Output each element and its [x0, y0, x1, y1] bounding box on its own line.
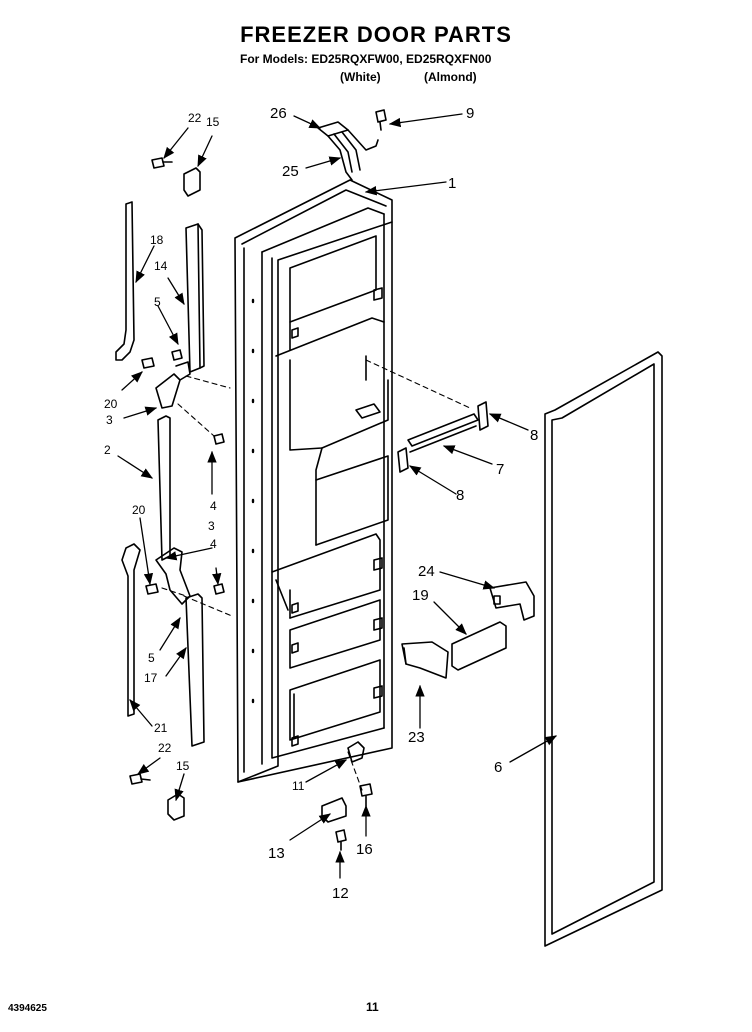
trim-strip-2 — [157, 415, 171, 561]
switch-13 — [321, 797, 347, 823]
trim-strip-14 — [185, 223, 205, 373]
callout-19: 19 — [412, 587, 429, 604]
callout-6: 6 — [494, 759, 502, 776]
page-title: FREEZER DOOR PARTS — [240, 22, 512, 47]
callout-18: 18 — [150, 233, 164, 247]
callout-13: 13 — [268, 845, 285, 862]
door-gasket — [544, 351, 663, 947]
callout-11: 11 — [292, 779, 305, 793]
screw-12 — [335, 829, 347, 851]
callout-15-top: 15 — [206, 115, 220, 129]
hinge-cover-15-top — [183, 167, 201, 197]
callout-23: 23 — [408, 729, 425, 746]
callout-22-top: 22 — [188, 111, 202, 125]
freezer-door-panel — [234, 179, 393, 783]
callout-21: 21 — [154, 721, 168, 735]
screw-16 — [359, 783, 373, 807]
callout-20-bottom: 20 — [132, 503, 146, 517]
callout-17: 17 — [144, 671, 158, 685]
color-almond-label: (Almond) — [424, 70, 477, 84]
screw-22-bottom — [129, 773, 151, 785]
callout-26: 26 — [270, 105, 287, 122]
callout-2: 2 — [104, 443, 111, 457]
callout-12: 12 — [332, 885, 349, 902]
chute-door-23 — [401, 641, 449, 679]
callout-numbers: 1 2 3 3 4 4 5 5 6 7 8 8 9 11 12 13 14 15… — [104, 105, 538, 902]
models-line: For Models: ED25RQXFW00, ED25RQXFN00 — [240, 52, 492, 66]
callout-24: 24 — [418, 563, 435, 580]
color-white-label: (White) — [340, 70, 381, 84]
bin-front-19 — [451, 621, 507, 671]
shelf-retainer-7 — [407, 413, 479, 453]
callout-15-bottom: 15 — [176, 759, 190, 773]
trim-strip-17 — [185, 593, 205, 747]
callout-7: 7 — [496, 461, 504, 478]
callout-4-top: 4 — [210, 499, 217, 513]
trim-strip-21 — [121, 543, 141, 717]
ice-chute-24 — [489, 581, 535, 621]
callout-20-top: 20 — [104, 397, 118, 411]
callout-1: 1 — [448, 175, 456, 192]
callout-9: 9 — [466, 105, 474, 122]
hinge-bracket-3-top — [155, 361, 191, 409]
shelf-end-cap-8-upper — [477, 401, 489, 431]
wire-harness — [317, 121, 379, 181]
callout-3-top: 3 — [106, 413, 113, 427]
actuator-11 — [347, 741, 365, 763]
callout-4-bottom: 4 — [210, 537, 217, 551]
callout-5-top: 5 — [154, 295, 161, 309]
callout-3-bottom: 3 — [208, 519, 215, 533]
screw-9 — [375, 109, 387, 131]
callout-16: 16 — [356, 841, 373, 858]
callout-14: 14 — [154, 259, 168, 273]
page-number: 11 — [366, 1000, 379, 1014]
screw-22-top — [151, 157, 173, 169]
document-number: 4394625 — [8, 1003, 47, 1014]
callout-arrows — [117, 113, 558, 879]
callout-5-bottom: 5 — [148, 651, 155, 665]
callout-25: 25 — [282, 163, 299, 180]
callout-8-upper: 8 — [530, 427, 538, 444]
callout-8-lower: 8 — [456, 487, 464, 504]
shelf-end-cap-8-lower — [397, 447, 409, 473]
trim-strip-18 — [115, 201, 135, 361]
callout-22-bottom: 22 — [158, 741, 172, 755]
assembly-lines — [161, 359, 471, 791]
